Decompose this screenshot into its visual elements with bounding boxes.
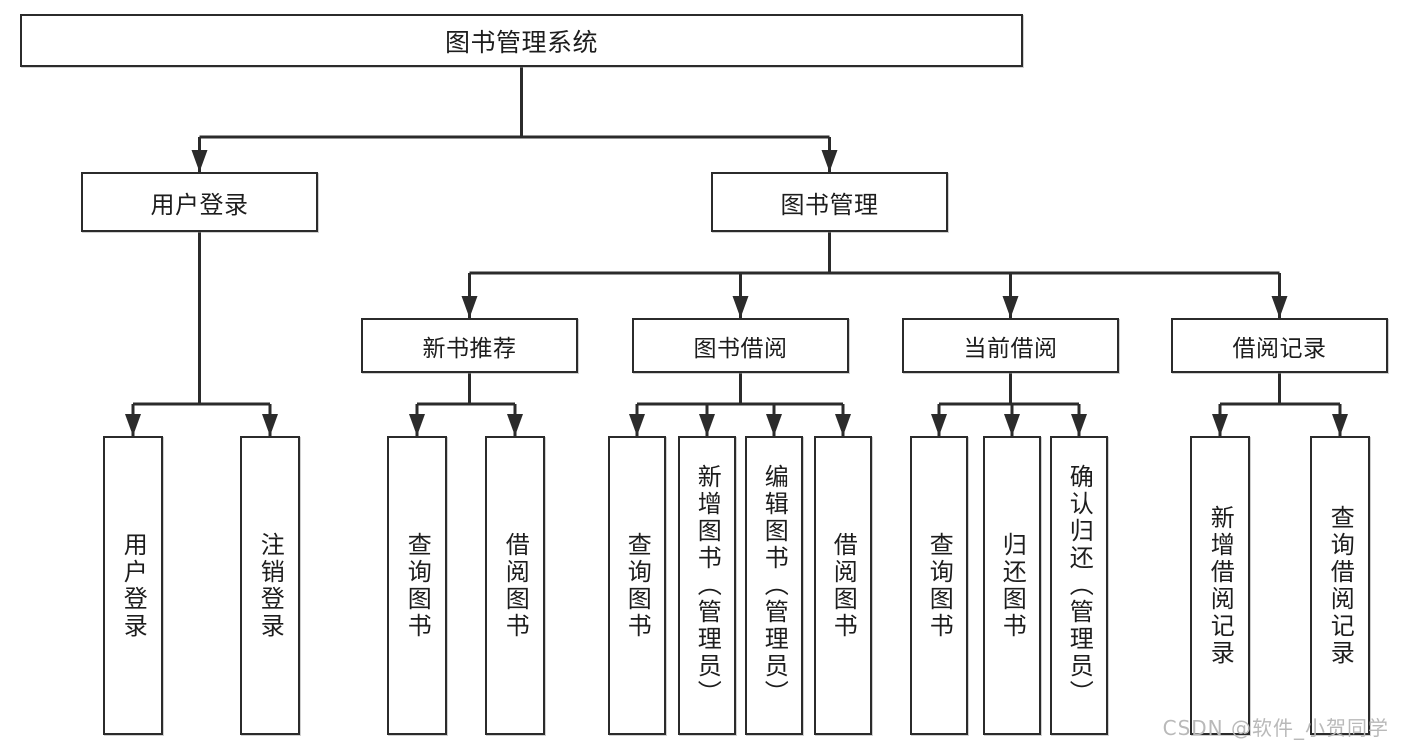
- arrowhead-records-1: [1332, 414, 1348, 436]
- node-bookmgr[interactable]: 图书管理: [711, 172, 948, 232]
- node-label-leaf9: 查询图书: [925, 531, 954, 640]
- arrowhead-login-0: [125, 414, 141, 436]
- node-leaf13[interactable]: 查询借阅记录: [1310, 436, 1370, 735]
- node-label-root: 图书管理系统: [444, 27, 598, 57]
- node-newbook[interactable]: 新书推荐: [361, 318, 578, 373]
- node-leaf10[interactable]: 归还图书: [983, 436, 1041, 735]
- node-label-leaf8: 借阅图书: [829, 531, 858, 640]
- node-leaf1[interactable]: 用户登录: [103, 436, 163, 735]
- node-label-newbook: 新书推荐: [422, 335, 517, 362]
- node-label-borrow: 图书借阅: [693, 335, 788, 362]
- node-leaf3[interactable]: 查询图书: [387, 436, 447, 735]
- arrowhead-borrow-3: [835, 414, 851, 436]
- node-current[interactable]: 当前借阅: [902, 318, 1119, 373]
- node-leaf2[interactable]: 注销登录: [240, 436, 300, 735]
- node-label-current: 当前借阅: [963, 335, 1058, 362]
- arrowhead-bookmgr-3: [1271, 296, 1288, 318]
- arrowhead-borrow-2: [766, 414, 782, 436]
- node-label-leaf3: 查询图书: [403, 531, 432, 640]
- node-label-leaf1: 用户登录: [119, 531, 148, 640]
- node-label-leaf4: 借阅图书: [501, 531, 530, 640]
- node-login[interactable]: 用户登录: [81, 172, 318, 232]
- arrowhead-current-2: [1071, 414, 1087, 436]
- node-leaf5[interactable]: 查询图书: [608, 436, 666, 735]
- node-label-leaf10: 归还图书: [998, 531, 1027, 640]
- arrowhead-bookmgr-0: [461, 296, 478, 318]
- node-leaf9[interactable]: 查询图书: [910, 436, 968, 735]
- node-label-leaf13: 查询借阅记录: [1326, 504, 1355, 667]
- arrowhead-newbook-0: [409, 414, 425, 436]
- node-leaf4[interactable]: 借阅图书: [485, 436, 545, 735]
- node-records[interactable]: 借阅记录: [1171, 318, 1388, 373]
- node-leaf11[interactable]: 确认归还（管理员）: [1050, 436, 1108, 735]
- arrowhead-bookmgr-2: [1002, 296, 1019, 318]
- arrowhead-newbook-1: [507, 414, 523, 436]
- arrowhead-current-1: [1004, 414, 1020, 436]
- node-label-records: 借阅记录: [1232, 335, 1327, 362]
- arrowhead-records-0: [1212, 414, 1228, 436]
- arrowhead-root-1: [821, 150, 838, 172]
- node-leaf8[interactable]: 借阅图书: [814, 436, 872, 735]
- arrowhead-root-0: [191, 150, 208, 172]
- node-root[interactable]: 图书管理系统: [20, 14, 1023, 67]
- node-label-leaf5: 查询图书: [623, 531, 652, 640]
- node-label-leaf12: 新增借阅记录: [1206, 504, 1235, 667]
- node-label-bookmgr: 图书管理: [780, 190, 879, 219]
- arrowhead-bookmgr-1: [732, 296, 749, 318]
- arrowhead-borrow-0: [629, 414, 645, 436]
- arrowhead-borrow-1: [699, 414, 715, 436]
- node-label-leaf7: 编辑图书（管理员）: [760, 464, 789, 707]
- node-label-login: 用户登录: [150, 190, 249, 219]
- node-leaf6[interactable]: 新增图书（管理员）: [678, 436, 736, 735]
- node-leaf12[interactable]: 新增借阅记录: [1190, 436, 1250, 735]
- node-label-leaf2: 注销登录: [256, 531, 285, 640]
- node-label-leaf6: 新增图书（管理员）: [693, 464, 722, 707]
- node-label-leaf11: 确认归还（管理员）: [1065, 464, 1094, 707]
- arrowhead-login-1: [262, 414, 278, 436]
- node-borrow[interactable]: 图书借阅: [632, 318, 849, 373]
- node-leaf7[interactable]: 编辑图书（管理员）: [745, 436, 803, 735]
- arrowhead-current-0: [931, 414, 947, 436]
